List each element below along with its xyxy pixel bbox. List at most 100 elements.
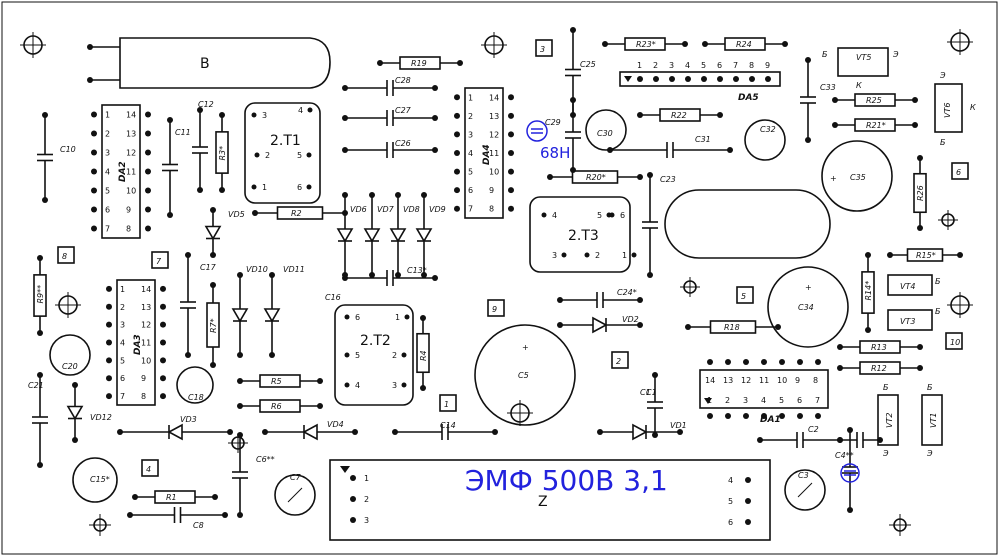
ic-da5-pin-label: 1 <box>637 61 642 70</box>
svg-text:К: К <box>970 103 976 112</box>
ic-da4-pin-label: 8 <box>489 205 494 214</box>
transformer-t3-pin: 5 <box>597 211 602 220</box>
ic-da4-pin-label: 1 <box>468 93 473 102</box>
capacitor-c35: + C35 <box>821 140 893 212</box>
ic-da5-pin-label: 9 <box>765 61 770 70</box>
svg-text:VD2: VD2 <box>622 315 639 324</box>
ic-da2-pin-right <box>145 149 151 156</box>
connector-pad-3 <box>535 39 553 57</box>
transformer-t1-pin-dot <box>307 107 313 113</box>
transformer-t1-label: 2.Т1 <box>270 133 301 149</box>
diode-vd9: VD9 <box>415 192 446 278</box>
diode-vd6: VD6 <box>336 192 367 278</box>
transformer-t3-pin-dot <box>609 212 615 218</box>
ic-da2-pin-left <box>91 187 97 194</box>
svg-text:R2: R2 <box>291 209 302 218</box>
ic-da4-pin-left <box>454 150 460 156</box>
connector-z-pin <box>350 475 356 481</box>
ic-da4-pin-label: 4 <box>468 149 473 158</box>
ic-da5-pin <box>701 76 707 82</box>
resistor-r14: R14* <box>861 252 875 333</box>
transformer-t3-pin-dot <box>631 252 637 258</box>
ic-da1-pin-label: 14 <box>705 376 715 385</box>
ic-da1-pin <box>815 359 821 365</box>
svg-text:R7*: R7* <box>209 318 218 333</box>
svg-text:C11: C11 <box>175 128 191 137</box>
ic-da4-pin-label: 10 <box>489 168 499 177</box>
capacitor-c21: C21 <box>28 372 48 468</box>
svg-text:C8: C8 <box>193 521 204 530</box>
ic-da5-pin <box>749 76 755 82</box>
ic-da3-pin-left <box>106 375 112 382</box>
connector-pad-label: 9 <box>492 305 497 314</box>
svg-text:C25: C25 <box>580 60 596 69</box>
svg-text:R26: R26 <box>916 185 925 201</box>
svg-text:Э: Э <box>892 50 899 59</box>
svg-text:68Н: 68Н <box>540 144 570 162</box>
transformer-t1-pin: 1 <box>262 183 267 192</box>
svg-text:C1: C1 <box>646 388 657 397</box>
connector-pad-10 <box>945 332 963 350</box>
diode-vd4: VD4 <box>262 420 358 441</box>
capacitor-c5: + C5 <box>474 324 576 426</box>
ic-da4-pin-left <box>454 131 460 138</box>
ic-da4-pin-label: 12 <box>489 130 499 139</box>
ic-da2-pin-label: 5 <box>105 187 110 196</box>
ic-da1-pin <box>725 359 731 365</box>
ic-da1-pin-label: 9 <box>795 376 800 385</box>
ic-da3-pin-left <box>106 357 112 364</box>
connector-pad-label: 10 <box>950 338 960 347</box>
ic-da4-pin-right <box>508 150 514 156</box>
ic-da3-pin-right <box>160 285 166 292</box>
ic-da1-pin-label: 7 <box>815 396 820 405</box>
capacitor-c17: C15* <box>72 457 118 503</box>
ic-da2-pin-left <box>91 111 97 118</box>
svg-text:VD8: VD8 <box>403 205 420 214</box>
ic-da1-pin-label: 8 <box>813 376 818 385</box>
transformer-t1-pin: 3 <box>262 111 267 120</box>
ic-da3-pin-right <box>160 357 166 364</box>
svg-text:R18: R18 <box>724 323 740 332</box>
capacitor-c14: C14 <box>392 421 498 440</box>
svg-text:VT3: VT3 <box>900 317 915 326</box>
svg-text:C4**: C4** <box>835 451 854 460</box>
ic-da4-label: DA4 <box>482 144 492 165</box>
ic-da3-pin-label: 12 <box>141 321 151 330</box>
capacitor-c29: C29 <box>545 97 581 173</box>
diode-vd10: VD10 <box>231 265 268 358</box>
ic-da3-pin-label: 10 <box>141 356 151 365</box>
svg-text:К: К <box>856 81 862 90</box>
ic-da1-pin-label: 3 <box>743 396 748 405</box>
connector-pad-label: 4 <box>146 465 151 474</box>
transformer-t1-pin-dot <box>254 152 260 158</box>
svg-text:ЭМФ 500В 3,1: ЭМФ 500В 3,1 <box>465 464 668 497</box>
transformer-t3-pin: 1 <box>622 251 627 260</box>
resistor-r12: R12 <box>837 361 923 375</box>
ic-da2-pin-label: 2 <box>105 130 110 139</box>
ic-da2-label: DA2 <box>118 161 128 182</box>
transformer-t1-pin: 2 <box>265 151 270 160</box>
ic-da4-pin-label: 9 <box>489 186 494 195</box>
ic-da4-pin-label: 6 <box>468 186 473 195</box>
capacitor-c7: C7 <box>274 473 316 516</box>
connector-pad-label: 3 <box>540 45 545 54</box>
capacitor-c24: C24* <box>557 288 643 308</box>
ic-da1-pin-label: 13 <box>723 376 733 385</box>
svg-text:+: + <box>805 283 812 292</box>
transformer-t2-label: 2.Т2 <box>360 333 391 349</box>
connector-z-pin <box>350 517 356 523</box>
ic-da4-pin-left <box>454 187 460 194</box>
transformer-t3-pin: 4 <box>552 211 557 220</box>
svg-text:VD11: VD11 <box>283 265 305 274</box>
ic-da2-pin-right <box>145 206 151 213</box>
ic-da2-pin-label: 6 <box>105 206 110 215</box>
capacitor-c2: C2 <box>757 425 843 448</box>
ic-da1-pin-label: 2 <box>725 396 730 405</box>
svg-text:R14*: R14* <box>864 281 873 301</box>
resistor-r25: R25 <box>832 93 918 107</box>
ic-da2-pin-left <box>91 225 97 232</box>
transformer-t2-pin: 5 <box>355 351 360 360</box>
annotation-main: ЭМФ 500В 3,1 <box>465 464 668 497</box>
ic-da4-pin-right <box>508 94 514 101</box>
